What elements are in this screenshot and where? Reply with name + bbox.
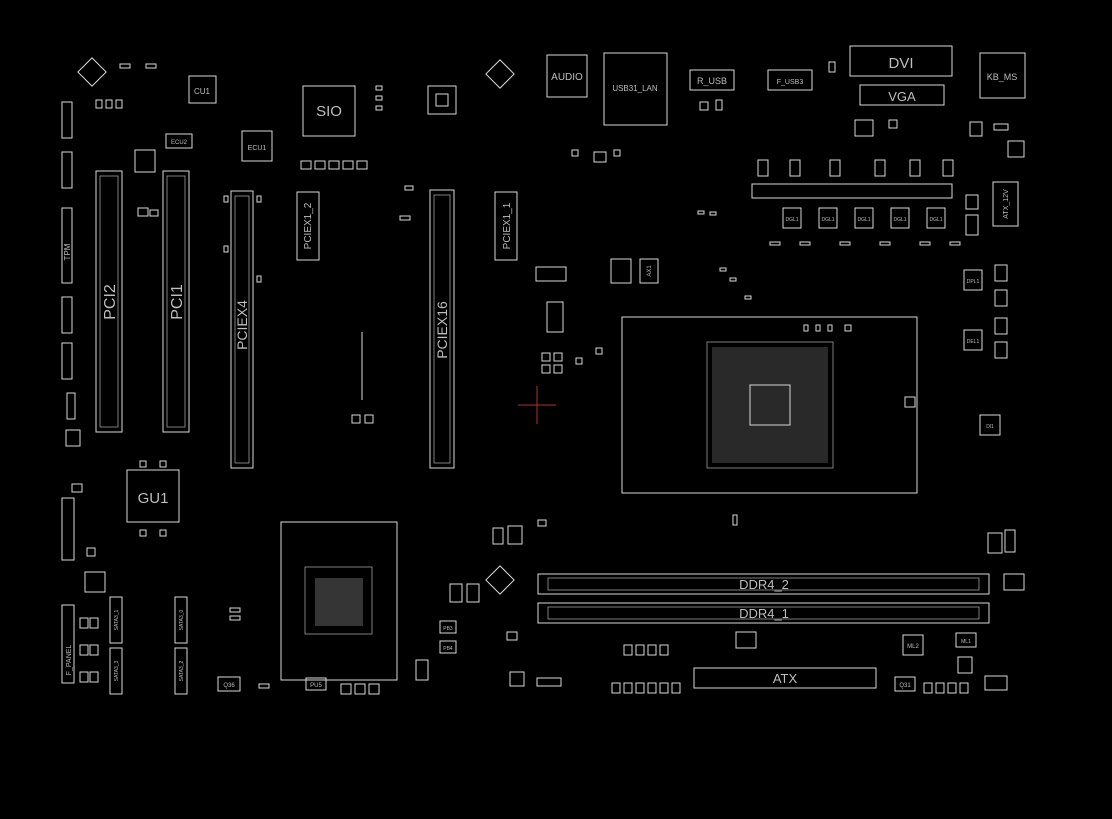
gu1-label: GU1: [138, 490, 169, 507]
q31-label: Q31: [899, 683, 911, 689]
del1-label: DEL1: [967, 339, 980, 345]
expansion-slots: PCI2 PCI1 PCIEX4 PCIEX1_2 PCIEX16 PCIEX1…: [95, 170, 518, 469]
vrm-section: DGL1 DGL1 DGL1 DGL1 DGL1 ATX_12V DPL1 DE…: [751, 181, 1019, 436]
sata-ports: SATA3_1 SATA3_0 SATA3_3 SATA3_2 Q36: [109, 596, 241, 695]
atx-12v-label: ATX_12V: [1003, 189, 1010, 219]
pci1-label: PCI1: [169, 284, 186, 320]
gu1-chip: GU1: [126, 469, 180, 523]
pciex1-2-label: PCIEX1_2: [303, 202, 314, 249]
dgl1-c-label: DGL1: [857, 217, 870, 223]
tpm-label: TPM: [63, 243, 72, 260]
ecu1-label: ECU1: [248, 145, 267, 152]
pci2-label: PCI2: [102, 284, 119, 320]
pb3-label: PB3: [443, 626, 453, 632]
r-usb-label: R_USB: [697, 76, 727, 86]
sata3-2-label: SATA3_2: [179, 660, 185, 681]
atx-connector: ATX ML2 ML1 Q31 PB3 PB4: [439, 620, 977, 692]
small-components: [71, 61, 1025, 695]
sata3-1-label: SATA3_1: [114, 609, 120, 630]
dgl1-d-label: DGL1: [893, 217, 906, 223]
kb-ms-label: KB_MS: [987, 72, 1018, 82]
pciex1-1-label: PCIEX1_1: [502, 202, 513, 249]
sata3-0-label: SATA3_0: [179, 609, 185, 630]
dpl1-label: DPL1: [967, 279, 980, 285]
ml1-label: ML1: [961, 639, 971, 645]
sio-label: SIO: [316, 103, 342, 120]
dgl1-a-label: DGL1: [785, 217, 798, 223]
cpu-area-parts: AX1: [535, 258, 659, 333]
audio-label: AUDIO: [551, 72, 583, 83]
sata3-3-label: SATA3_3: [114, 660, 120, 681]
memory-slots: DDR4_2 DDR4_1: [537, 573, 990, 624]
ddr4-2-label: DDR4_2: [739, 577, 789, 592]
usb-lan-label: USB31_LAN: [612, 84, 658, 93]
pch-chip: PU5: [280, 521, 398, 691]
pciex4-label: PCIEX4: [234, 300, 250, 350]
ecu2-label: ECU2: [171, 140, 188, 146]
pb4-label: PB4: [443, 646, 453, 652]
ax1-label: AX1: [647, 265, 653, 277]
left-edge-headers: TPM F_PANEL: [61, 101, 106, 684]
dgl1-b-label: DGL1: [821, 217, 834, 223]
cu1-label: CU1: [194, 87, 211, 96]
dl1-label: Dl1: [986, 424, 994, 430]
f-usb-label: F_USB3: [777, 79, 804, 86]
ml2-label: ML2: [907, 644, 919, 650]
pciex16-label: PCIEX16: [434, 301, 450, 359]
cpu-socket: [518, 316, 918, 494]
top-left-chips: SIO CU1 ECU1 ECU2: [77, 57, 515, 173]
dgl1-e-label: DGL1: [929, 217, 942, 223]
f-panel-label: F_PANEL: [66, 645, 73, 676]
atx-label: ATX: [773, 671, 798, 686]
vga-label: VGA: [888, 89, 916, 104]
dvi-label: DVI: [888, 55, 913, 72]
rear-io: DVI VGA KB_MS AUDIO USB31_LAN R_USB F_US…: [546, 45, 1026, 126]
q36-label: Q36: [223, 683, 235, 689]
pu5-label: PU5: [310, 683, 322, 689]
ddr4-1-label: DDR4_1: [739, 606, 789, 621]
